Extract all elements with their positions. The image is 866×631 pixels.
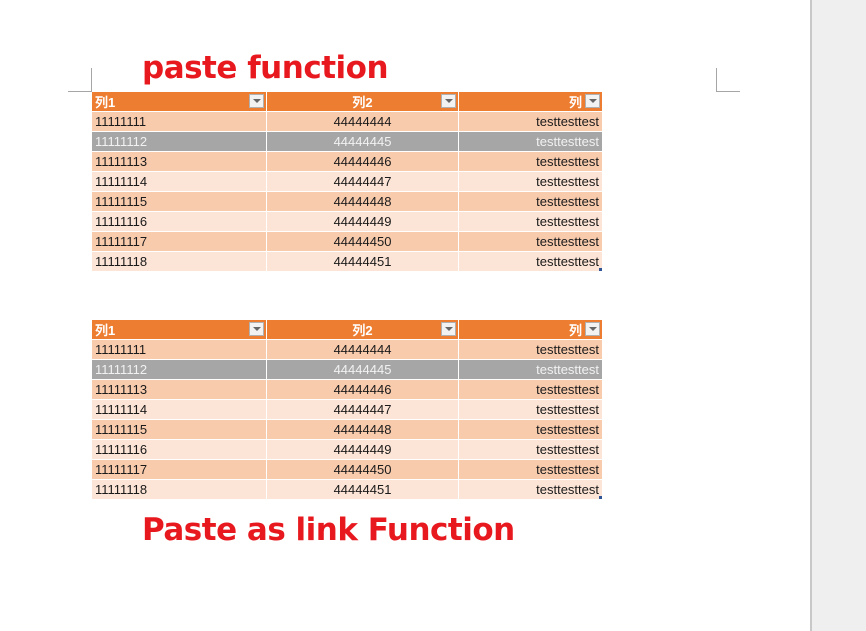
table-cell[interactable]: 11111111: [92, 340, 267, 359]
table-cell[interactable]: testtesttest: [536, 114, 599, 129]
table-cell[interactable]: testtesttest: [536, 234, 599, 249]
heading-paste-function: paste function: [142, 50, 389, 86]
table-cell[interactable]: 11111115: [92, 420, 267, 439]
margin-corner-top-left: [68, 68, 92, 92]
table-cell[interactable]: 11111116: [92, 440, 267, 459]
header-cell[interactable]: 列1: [92, 320, 267, 339]
table-cell[interactable]: 44444449: [267, 212, 459, 231]
table-cell[interactable]: 44444450: [267, 460, 459, 479]
table-cell[interactable]: 44444445: [267, 360, 459, 379]
table-resize-handle[interactable]: [599, 496, 602, 499]
filter-dropdown-icon[interactable]: [249, 322, 264, 336]
table-cell[interactable]: testtesttest: [536, 482, 599, 497]
table-cell[interactable]: 44444451: [267, 252, 459, 271]
table-cell[interactable]: testtesttest: [536, 342, 599, 357]
table-cell[interactable]: 11111113: [92, 152, 267, 171]
heading-paste-as-link-function: Paste as link Function: [142, 512, 515, 548]
filter-dropdown-icon[interactable]: [441, 94, 456, 108]
table-cell[interactable]: testtesttest: [536, 442, 599, 457]
table-cell[interactable]: testtesttest: [536, 174, 599, 189]
table-cell[interactable]: 44444445: [267, 132, 459, 151]
header-cell[interactable]: 列2: [267, 320, 459, 339]
table-cell[interactable]: 44444444: [267, 340, 459, 359]
table-cell[interactable]: 11111114: [92, 400, 267, 419]
filter-dropdown-icon[interactable]: [441, 322, 456, 336]
table-cell[interactable]: 11111113: [92, 380, 267, 399]
table-cell[interactable]: testtesttest: [536, 382, 599, 397]
table-cell[interactable]: testtesttest: [536, 154, 599, 169]
table-cell[interactable]: 11111116: [92, 212, 267, 231]
header-cell[interactable]: 列1: [92, 92, 267, 111]
table-cell[interactable]: testtesttest: [536, 362, 599, 377]
table-cell[interactable]: testtesttest: [536, 134, 599, 149]
table-cell[interactable]: 44444451: [267, 480, 459, 499]
table-cell[interactable]: 44444447: [267, 400, 459, 419]
filter-dropdown-icon[interactable]: [585, 322, 600, 336]
table-cell[interactable]: 44444444: [267, 112, 459, 131]
table-cell[interactable]: 44444446: [267, 152, 459, 171]
table-cell[interactable]: 44444448: [267, 192, 459, 211]
table-cell[interactable]: 44444446: [267, 380, 459, 399]
table-cell[interactable]: 44444447: [267, 172, 459, 191]
scroll-gutter: [810, 0, 866, 631]
table-cell[interactable]: 11111118: [92, 252, 267, 271]
table-cell[interactable]: 11111111: [92, 112, 267, 131]
table-cell[interactable]: 44444449: [267, 440, 459, 459]
table-cell[interactable]: 44444450: [267, 232, 459, 251]
table-cell[interactable]: testtesttest: [536, 462, 599, 477]
table-cell[interactable]: 11111112: [92, 360, 267, 379]
table-cell[interactable]: testtesttest: [536, 194, 599, 209]
table-cell[interactable]: 11111115: [92, 192, 267, 211]
table-cell[interactable]: testtesttest: [536, 402, 599, 417]
table-resize-handle[interactable]: [599, 268, 602, 271]
table-cell[interactable]: 11111117: [92, 232, 267, 251]
header-cell[interactable]: 列: [459, 92, 602, 111]
header-cell[interactable]: 列: [459, 320, 602, 339]
table-cell[interactable]: testtesttest: [536, 254, 599, 269]
filter-dropdown-icon[interactable]: [585, 94, 600, 108]
table-cell[interactable]: testtesttest: [536, 422, 599, 437]
table-cell[interactable]: 44444448: [267, 420, 459, 439]
table-cell[interactable]: 11111114: [92, 172, 267, 191]
table-cell[interactable]: 11111118: [92, 480, 267, 499]
table-cell[interactable]: testtesttest: [536, 214, 599, 229]
margin-corner-top-right: [716, 68, 740, 92]
header-cell[interactable]: 列2: [267, 92, 459, 111]
table-cell[interactable]: 11111112: [92, 132, 267, 151]
table-cell[interactable]: 11111117: [92, 460, 267, 479]
filter-dropdown-icon[interactable]: [249, 94, 264, 108]
